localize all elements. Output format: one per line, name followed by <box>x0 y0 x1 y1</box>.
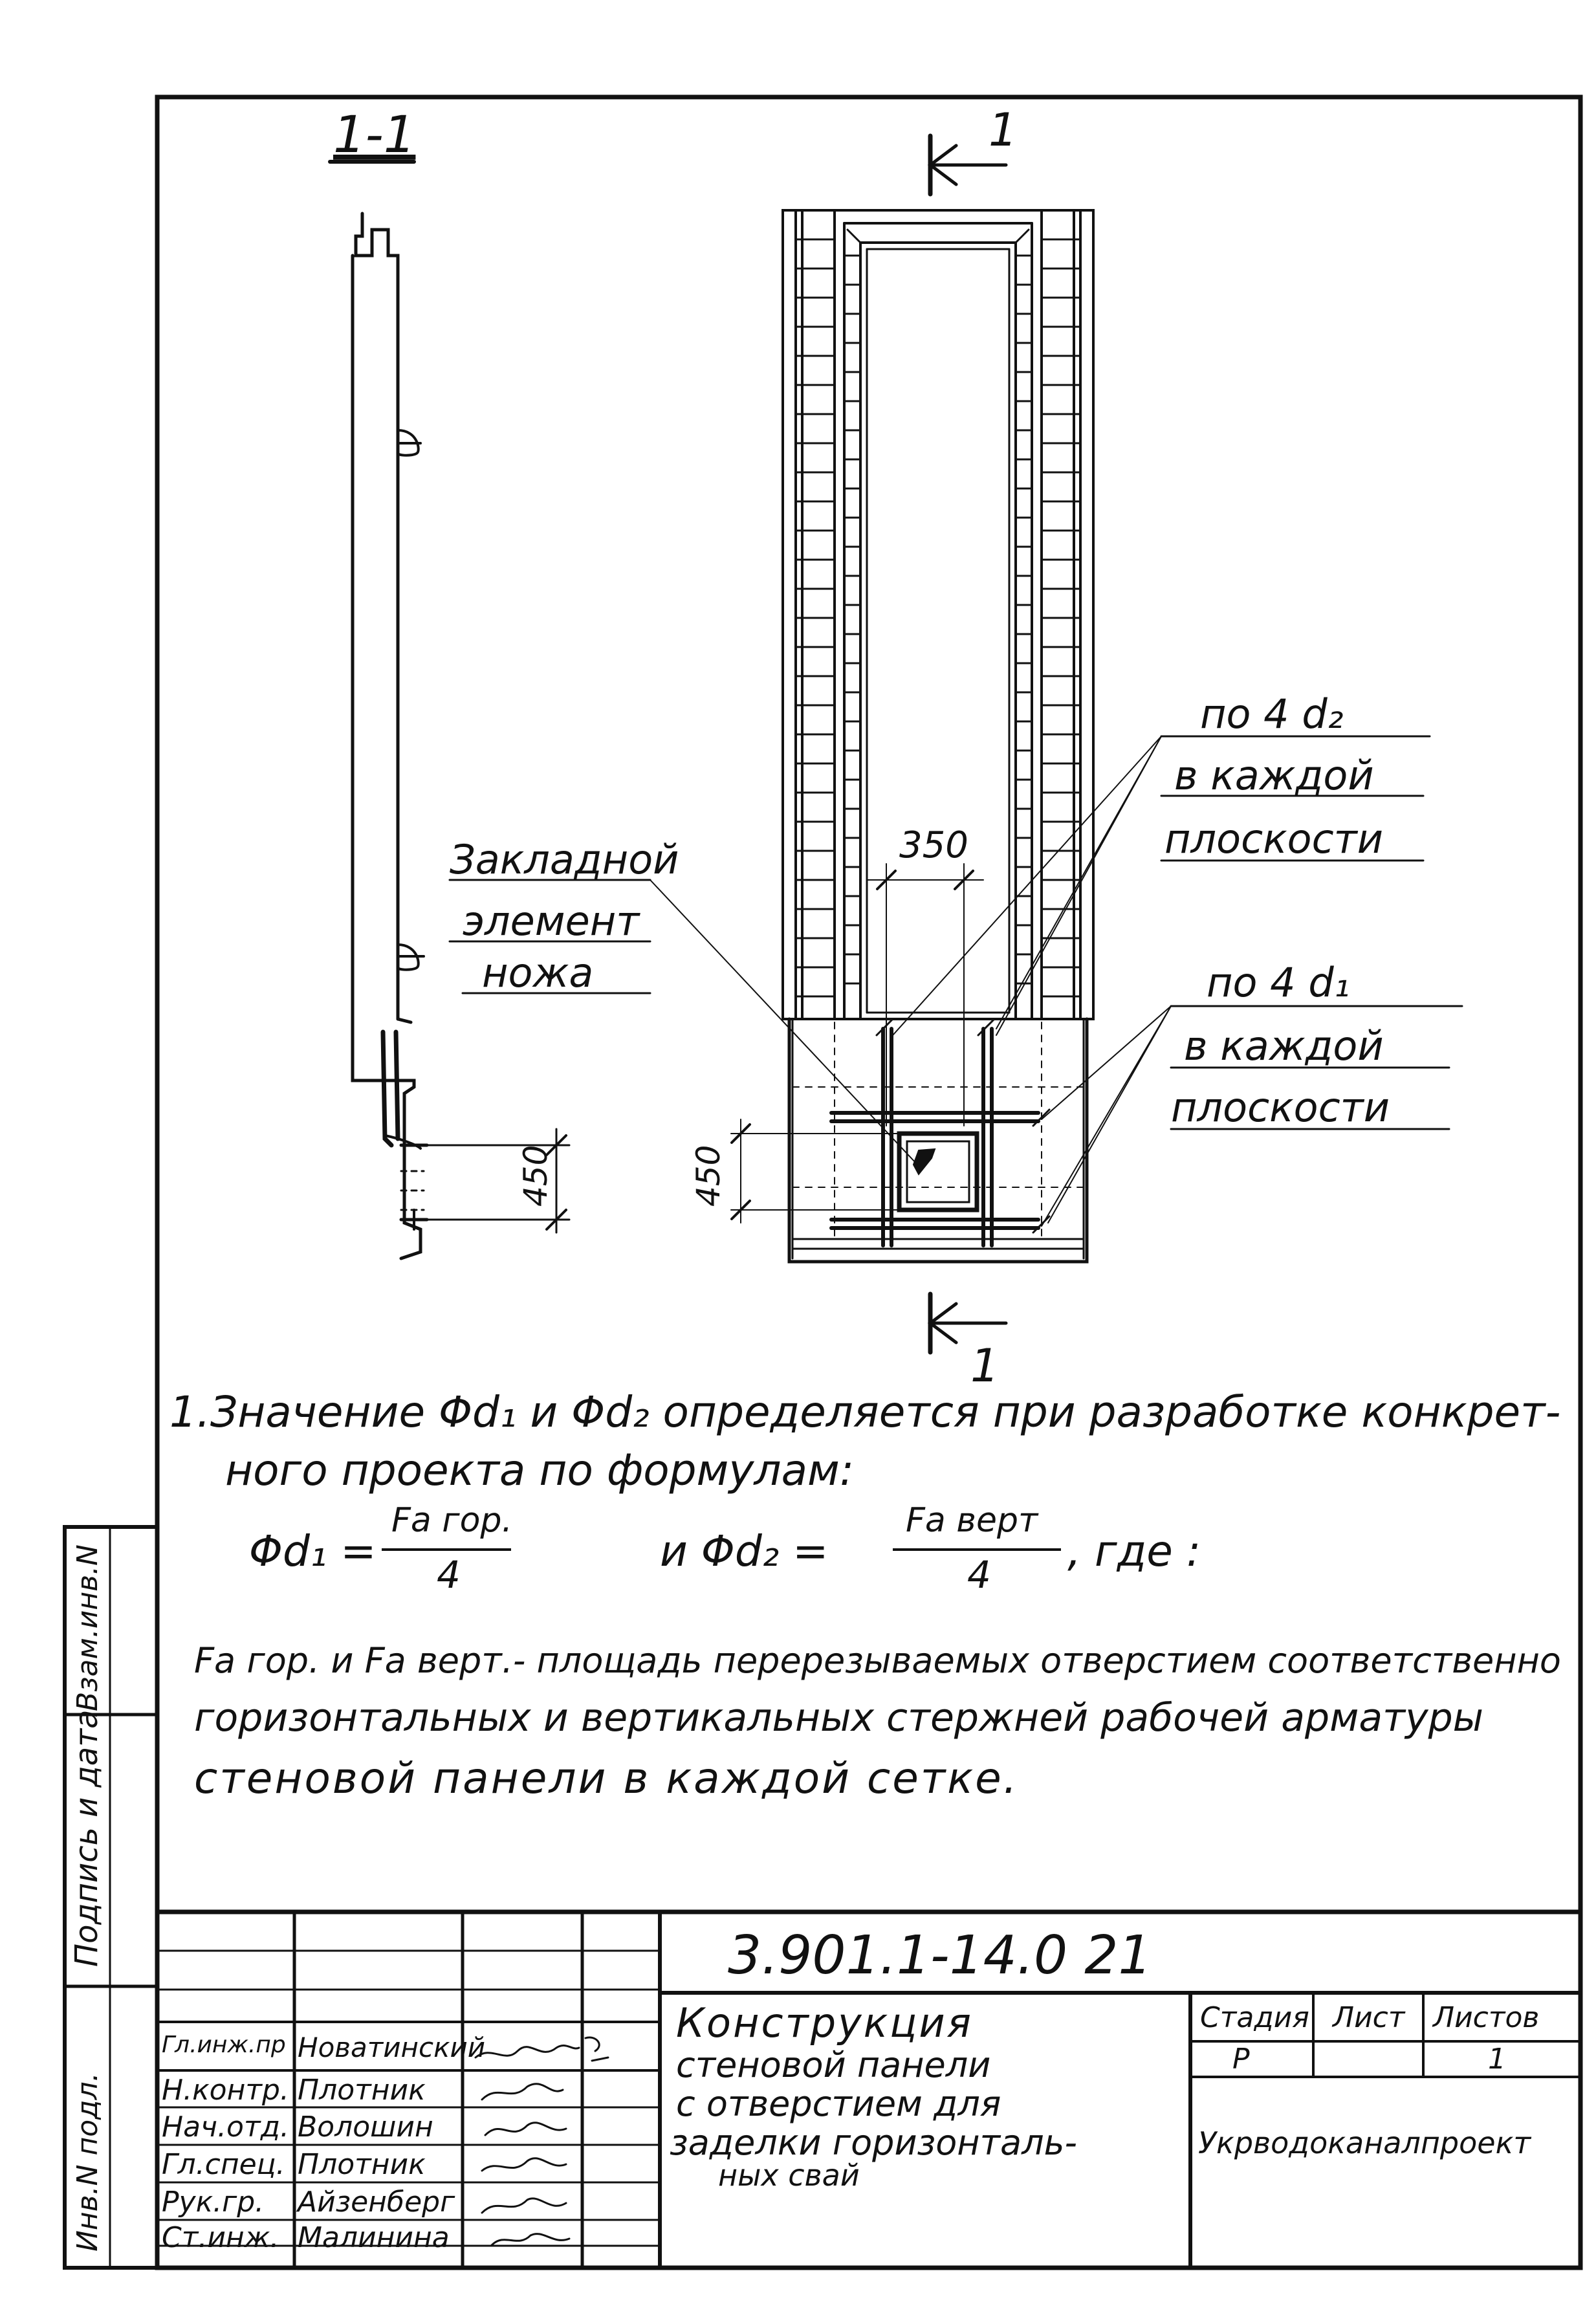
sheet-header: Лист <box>1333 2001 1405 2034</box>
organization: Укрводоканалпроект <box>1198 2125 1531 2160</box>
formula-1-lhs: Φd₁ = <box>249 1526 377 1576</box>
stamp-signature-date: Подпись и дата <box>69 1709 105 1967</box>
callout-d2-line-1: по 4 d₂ <box>1200 690 1344 738</box>
callout-d1-line-2: в каждой <box>1184 1022 1384 1070</box>
cut-mark-bottom-label: 1 <box>970 1339 1000 1392</box>
callout-embedded-line-3: ножа <box>482 949 593 996</box>
formula-tail: , где : <box>1067 1526 1201 1576</box>
role-norm-control: Н.контр. <box>162 2074 289 2107</box>
signatures <box>474 2036 609 2246</box>
definition-line-3: стеновой панели в каждой сетке. <box>194 1753 1019 1803</box>
stamp-inv-replacement: Взам.инв.N <box>71 1544 104 1711</box>
dimension-350: 350 <box>899 824 968 866</box>
role-chief-specialist: Гл.спец. <box>162 2148 285 2181</box>
callout-d1-line-3: плоскости <box>1171 1084 1390 1131</box>
name-chief-specialist: Плотник <box>298 2148 426 2181</box>
definition-line-1: Fa гор. и Fa верт.- площадь перерезываем… <box>194 1640 1561 1681</box>
formula-2-denominator: 4 <box>967 1553 991 1597</box>
title-line-4: заделки горизонталь- <box>670 2122 1077 2163</box>
role-group-head: Рук.гр. <box>162 2186 265 2219</box>
stage-value: Р <box>1232 2043 1250 2076</box>
role-dept-head: Нач.отд. <box>162 2111 289 2144</box>
name-norm-control: Плотник <box>298 2074 426 2107</box>
definition-line-2: горизонтальных и вертикальных стержней р… <box>194 1695 1484 1740</box>
name-dept-head: Волошин <box>298 2111 433 2144</box>
role-senior-engineer: Ст.инж. <box>162 2221 279 2254</box>
note-line-1: 1.Значение Φd₁ и Φd₂ определяется при ра… <box>169 1387 1561 1437</box>
role-chief-engineer: Гл.инж.пр <box>162 2032 286 2058</box>
name-chief-engineer: Новатинский <box>298 2032 486 2063</box>
sheets-header: Листов <box>1433 2001 1540 2034</box>
document-code: 3.901.1-14.0 21 <box>728 1925 1152 1986</box>
formula-1-denominator: 4 <box>437 1553 461 1597</box>
formula-2-numerator: Fa верт <box>906 1501 1038 1540</box>
title-block <box>155 1909 1583 2270</box>
sheets-value: 1 <box>1488 2043 1506 2076</box>
callout-embedded-line-1: Закладной <box>450 836 679 883</box>
title-line-1: Конструкция <box>676 1999 973 2046</box>
section-label: 1-1 <box>333 106 415 164</box>
title-line-2: стеновой панели <box>676 2045 991 2085</box>
formula-2-lhs: и Φd₂ = <box>660 1526 829 1576</box>
note-line-2: ного проекта по формулам: <box>225 1445 855 1495</box>
dimension-450-panel: 450 <box>690 1145 727 1207</box>
formula-1-numerator: Fa гор. <box>391 1501 512 1540</box>
dimension-450-section: 450 <box>517 1145 554 1207</box>
callout-embedded-line-2: элемент <box>463 897 640 945</box>
callout-d2-line-2: в каждой <box>1174 752 1374 799</box>
title-line-5: ных свай <box>718 2158 860 2193</box>
name-senior-engineer: Малинина <box>298 2221 450 2254</box>
cut-mark-top-label: 1 <box>989 104 1018 157</box>
wall-panel-view <box>448 133 1463 1355</box>
name-group-head: Айзенберг <box>298 2186 455 2219</box>
callout-d1-line-1: по 4 d₁ <box>1207 959 1350 1006</box>
callout-d2-line-3: плоскости <box>1164 815 1383 862</box>
stamp-inv-original: Инв.N подл. <box>71 2072 104 2252</box>
title-line-3: с отверстием для <box>676 2083 1001 2124</box>
section-1-1 <box>328 160 571 1260</box>
stage-header: Стадия <box>1200 2001 1309 2034</box>
